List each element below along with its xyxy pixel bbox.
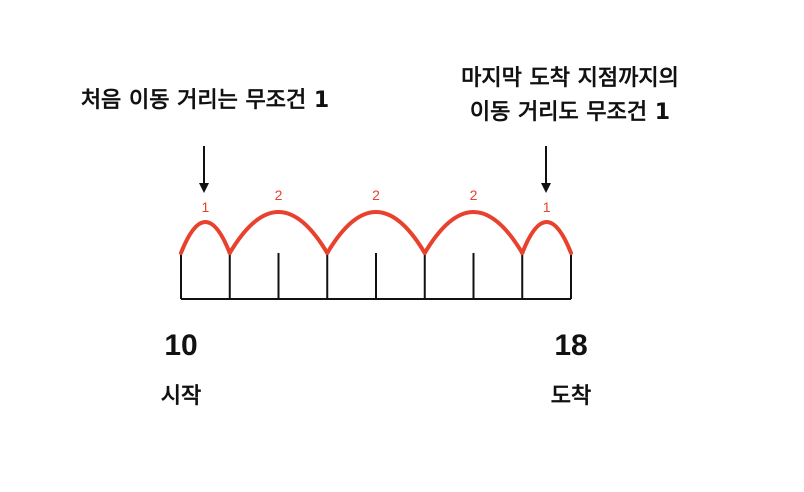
hop-arcs: 1 2 2 2 1 xyxy=(179,187,573,255)
hop-label-5: 1 xyxy=(543,199,551,215)
last-hop-note-line-1: 마지막 도착 지점까지의 xyxy=(461,66,679,91)
hop-arc-5 xyxy=(520,220,573,255)
hop-arc-2 xyxy=(227,210,330,255)
hop-arc-1 xyxy=(179,220,232,255)
hop-arc-3 xyxy=(325,210,427,255)
hop-label-2: 2 xyxy=(275,187,283,203)
start-value: 10 xyxy=(164,329,198,362)
hop-label-1: 1 xyxy=(201,199,209,215)
hop-label-4: 2 xyxy=(470,187,478,203)
end-value: 18 xyxy=(554,329,588,362)
start-label: 시작 xyxy=(160,384,202,409)
end-label: 도착 xyxy=(550,384,592,409)
first-hop-note-line: 처음 이동 거리는 무조건 1 xyxy=(80,88,330,113)
first-hop-note: 처음 이동 거리는 무조건 1 xyxy=(40,84,370,118)
last-hop-note: 마지막 도착 지점까지의 이동 거리도 무조건 1 xyxy=(420,62,720,130)
hop-arc-4 xyxy=(422,210,525,255)
number-line xyxy=(180,253,572,300)
hop-label-3: 2 xyxy=(372,187,380,203)
last-hop-note-line-2: 이동 거리도 무조건 1 xyxy=(469,100,671,125)
